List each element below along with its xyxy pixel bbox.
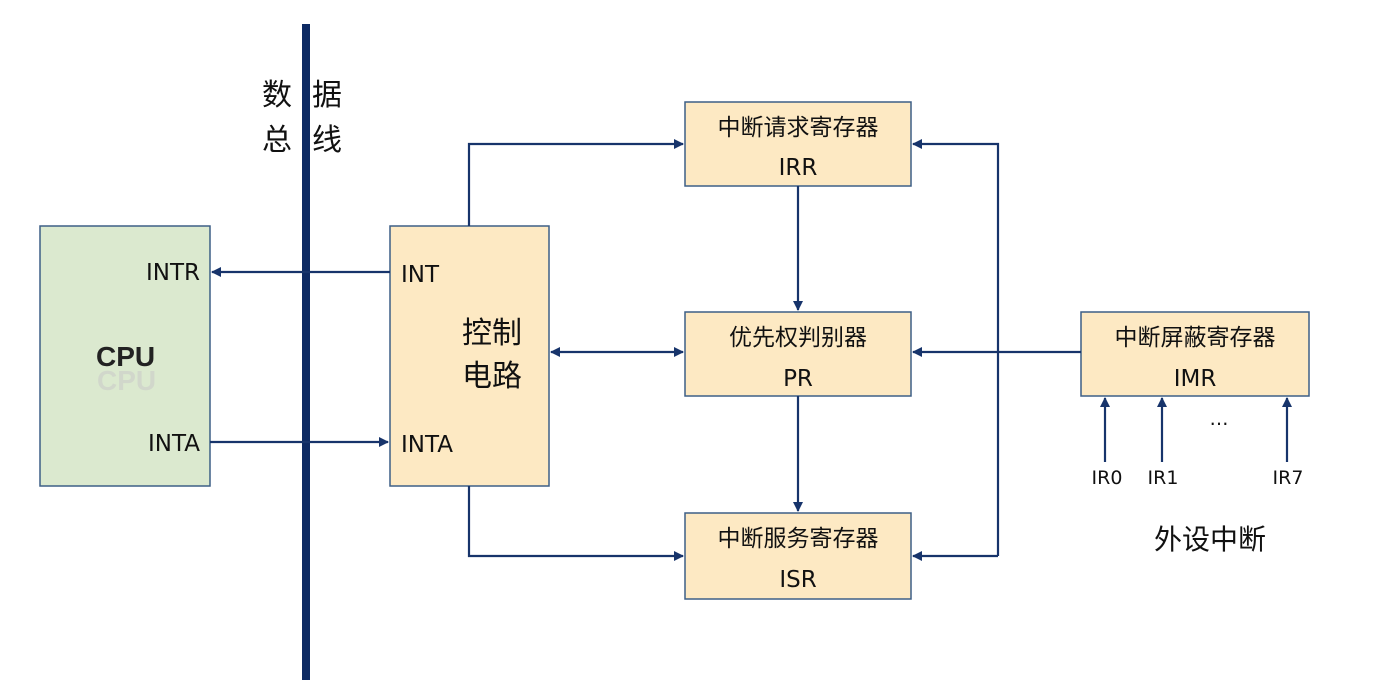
isr-box bbox=[684, 512, 912, 600]
cpu-intr-pin-label: INTR bbox=[146, 260, 200, 286]
ir0-label: IR0 bbox=[1092, 467, 1123, 489]
bus-label-char: 据 bbox=[312, 78, 342, 113]
imr-title: 中断屏蔽寄存器 bbox=[1115, 325, 1276, 351]
cpu-box bbox=[39, 225, 211, 487]
cpu-inta-pin-label: INTA bbox=[148, 431, 200, 457]
cpu-label-reflection: CPU bbox=[97, 365, 156, 396]
control-to-isr-arrow bbox=[467, 486, 684, 561]
isr-abbr: ISR bbox=[779, 567, 816, 593]
pr-box bbox=[684, 311, 912, 397]
irr-box bbox=[684, 101, 912, 187]
bus-label-char: 线 bbox=[312, 123, 342, 158]
loop-to-irr-arrow bbox=[912, 139, 1000, 556]
cpu-label: CPU bbox=[96, 341, 155, 372]
imr-box bbox=[1080, 311, 1310, 397]
ir7-label: IR7 bbox=[1273, 467, 1304, 489]
ir-ellipsis: … bbox=[1210, 408, 1229, 430]
peripheral-interrupt-label: 外设中断 bbox=[1154, 523, 1266, 556]
control-inta-pin-label: INTA bbox=[401, 432, 453, 458]
control-int-pin-label: INT bbox=[401, 262, 440, 288]
bus-label-char: 总 bbox=[262, 123, 292, 158]
isr-title: 中断服务寄存器 bbox=[718, 526, 879, 552]
pr-title: 优先权判别器 bbox=[729, 325, 867, 351]
irr-title: 中断请求寄存器 bbox=[718, 115, 879, 141]
control-circuit-label-line2: 电路 bbox=[462, 359, 522, 394]
control-circuit-label-line1: 控制 bbox=[462, 316, 522, 351]
imr-abbr: IMR bbox=[1174, 366, 1217, 392]
ir1-label: IR1 bbox=[1148, 467, 1179, 489]
control-to-irr-arrow bbox=[467, 139, 684, 226]
bus-label-char: 数 bbox=[262, 78, 292, 113]
irr-abbr: IRR bbox=[779, 155, 818, 181]
pr-abbr: PR bbox=[783, 366, 813, 392]
